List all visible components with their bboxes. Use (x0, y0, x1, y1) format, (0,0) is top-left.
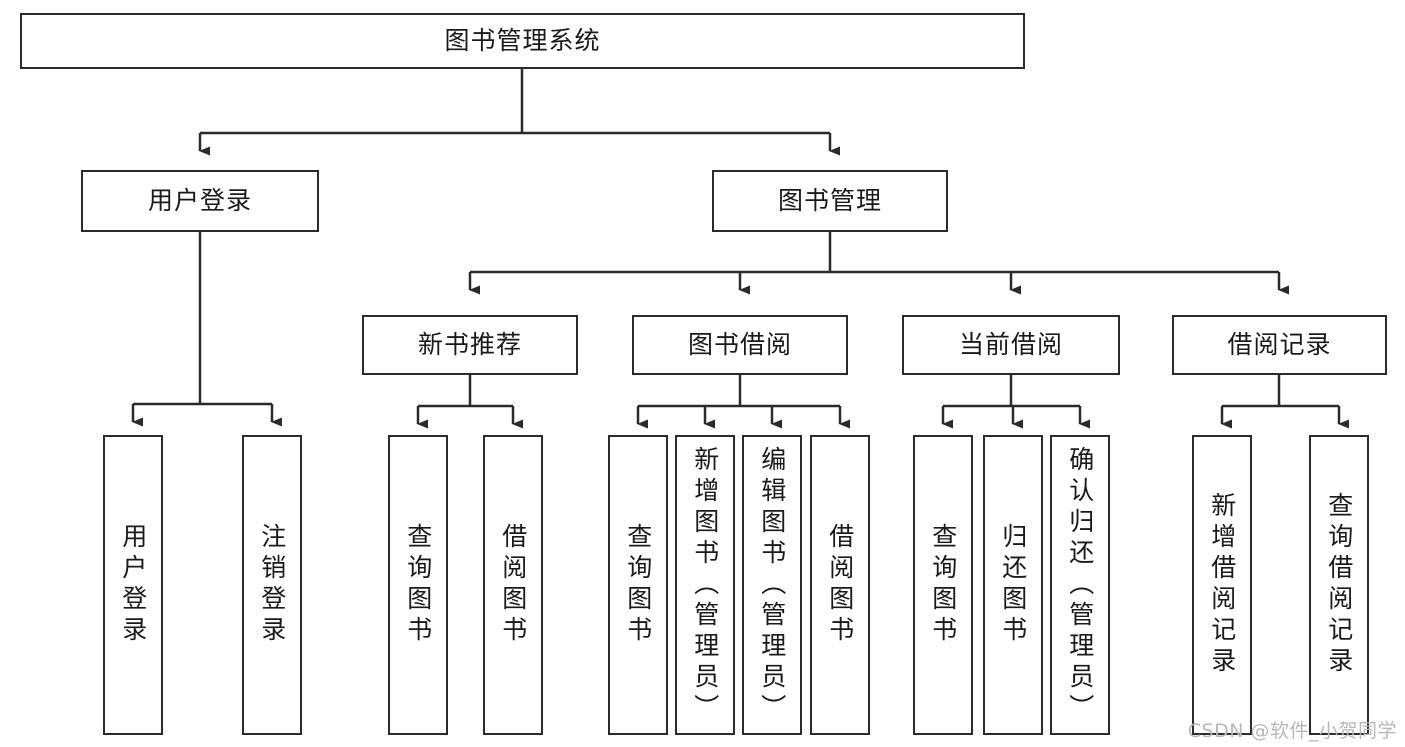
node-leaf-2-label: 查询图书 (403, 523, 433, 647)
node-leaf-0-label: 用户登录 (118, 523, 148, 647)
node-leaf-8-label: 查询图书 (928, 523, 958, 647)
node-leaf-6[interactable]: 编辑图书（管理员） (742, 435, 802, 735)
node-leaf-0[interactable]: 用户登录 (103, 435, 163, 735)
node-leaf-8[interactable]: 查询图书 (913, 435, 973, 735)
node-level3-1-label: 图书借阅 (687, 330, 792, 360)
node-leaf-12-label: 查询借阅记录 (1324, 492, 1354, 678)
csdn-watermark: CSDN @软件_小贺同学 (1187, 720, 1397, 742)
node-level3-1[interactable]: 图书借阅 (632, 315, 848, 375)
node-level2-1-label: 图书管理 (777, 186, 882, 216)
node-leaf-10[interactable]: 确认归还（管理员） (1050, 435, 1110, 735)
node-leaf-7-label: 借阅图书 (825, 523, 855, 647)
node-level3-2-label: 当前借阅 (958, 330, 1063, 360)
node-level3-2[interactable]: 当前借阅 (902, 315, 1120, 375)
node-level3-3[interactable]: 借阅记录 (1172, 315, 1387, 375)
node-leaf-9[interactable]: 归还图书 (983, 435, 1043, 735)
node-leaf-2[interactable]: 查询图书 (388, 435, 448, 735)
node-leaf-9-label: 归还图书 (998, 523, 1028, 647)
node-leaf-7[interactable]: 借阅图书 (810, 435, 870, 735)
node-leaf-4[interactable]: 查询图书 (608, 435, 668, 735)
node-leaf-5-label: 新增图书（管理员） (690, 445, 720, 725)
node-leaf-1[interactable]: 注销登录 (242, 435, 302, 735)
node-root[interactable]: 图书管理系统 (20, 13, 1025, 69)
node-level3-3-label: 借阅记录 (1227, 330, 1332, 360)
node-leaf-11[interactable]: 新增借阅记录 (1192, 435, 1252, 735)
node-level2-0[interactable]: 用户登录 (81, 170, 319, 232)
node-level3-0[interactable]: 新书推荐 (362, 315, 578, 375)
node-leaf-3-label: 借阅图书 (498, 523, 528, 647)
node-level2-1[interactable]: 图书管理 (712, 170, 948, 232)
node-leaf-6-label: 编辑图书（管理员） (757, 445, 787, 725)
node-leaf-5[interactable]: 新增图书（管理员） (675, 435, 735, 735)
node-leaf-4-label: 查询图书 (623, 523, 653, 647)
node-level3-0-label: 新书推荐 (417, 330, 522, 360)
node-leaf-1-label: 注销登录 (257, 523, 287, 647)
node-leaf-10-label: 确认归还（管理员） (1065, 445, 1095, 725)
node-leaf-3[interactable]: 借阅图书 (483, 435, 543, 735)
node-root-label: 图书管理系统 (444, 26, 601, 56)
node-leaf-12[interactable]: 查询借阅记录 (1309, 435, 1369, 735)
node-leaf-11-label: 新增借阅记录 (1207, 492, 1237, 678)
node-level2-0-label: 用户登录 (147, 186, 252, 216)
